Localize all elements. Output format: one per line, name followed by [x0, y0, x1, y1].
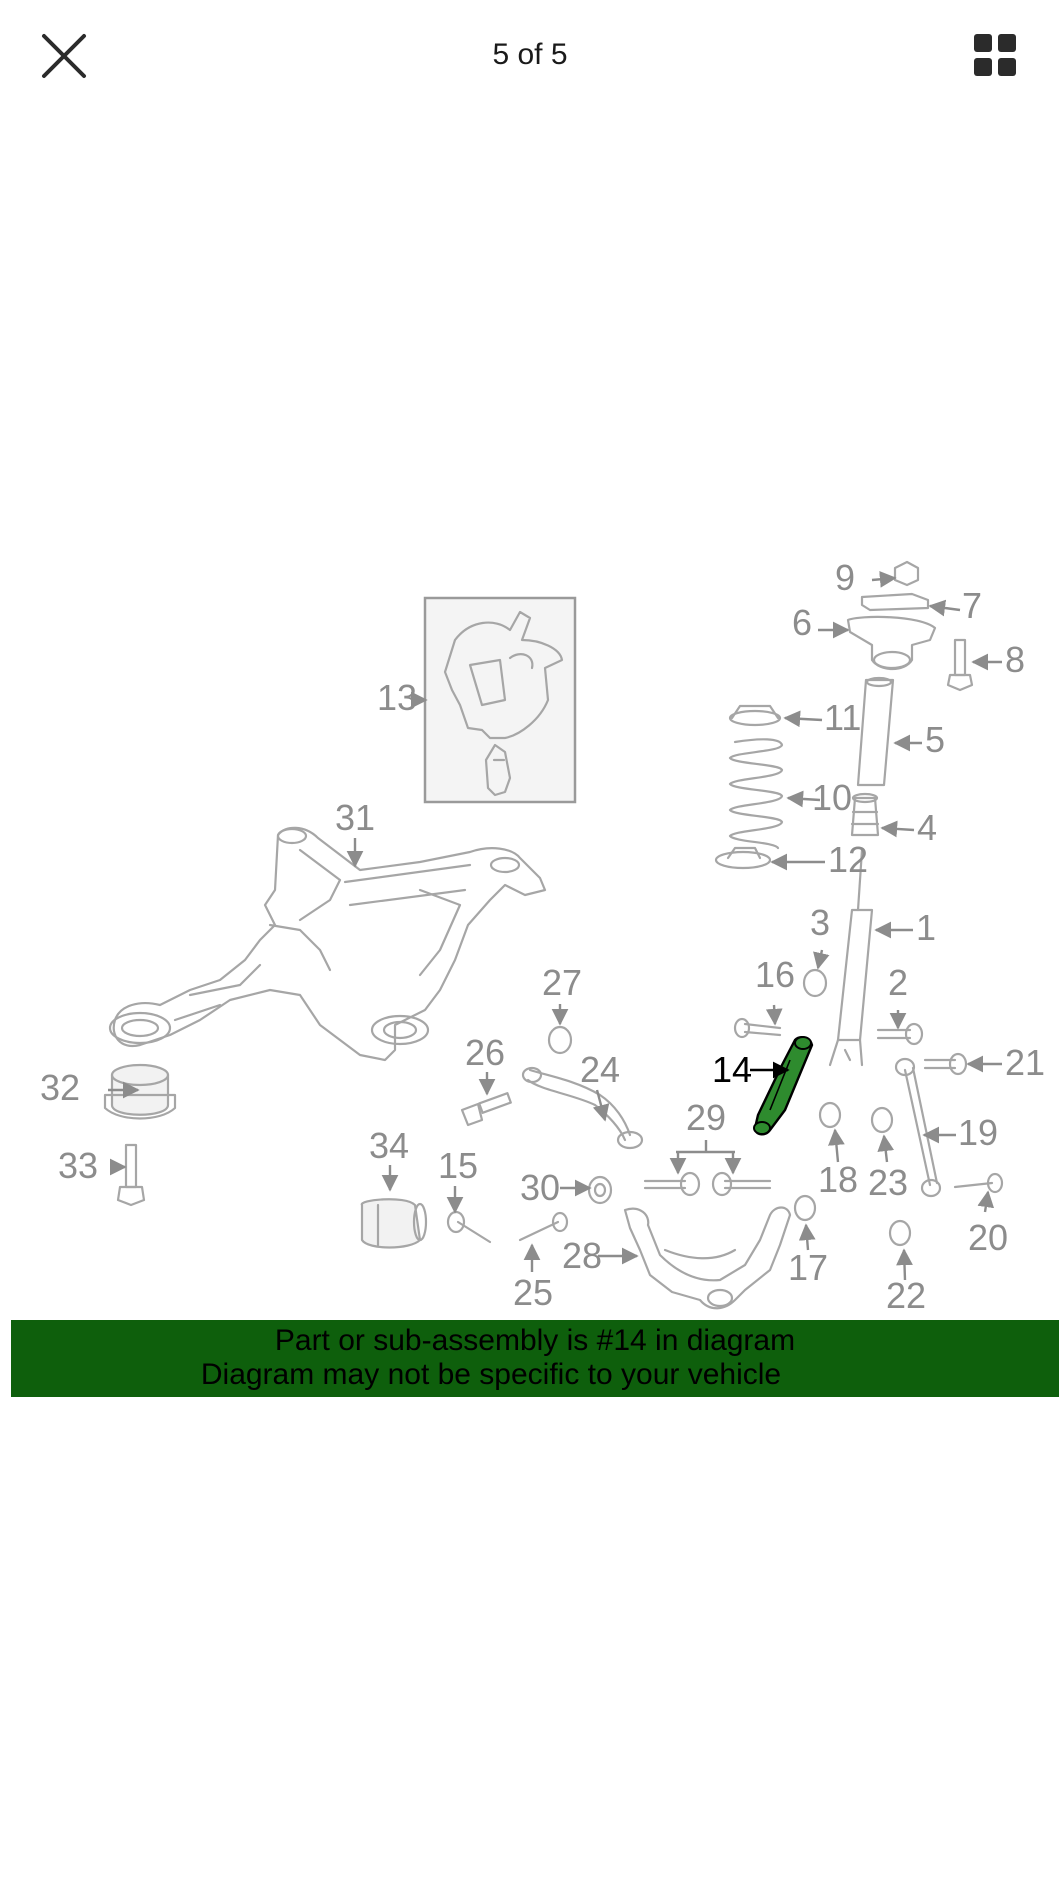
callout-22: 22 — [886, 1275, 926, 1316]
grid-icon — [974, 34, 1016, 76]
callout-11: 11 — [824, 697, 861, 738]
callout-20: 20 — [968, 1217, 1008, 1258]
part-8-bolt — [946, 638, 974, 692]
part-1-shock — [828, 848, 874, 1067]
part-23-nut — [870, 1106, 894, 1134]
part-26-bolt — [460, 1092, 512, 1127]
callout-26: 26 — [465, 1032, 505, 1073]
callout-15: 15 — [438, 1145, 478, 1186]
callout-24: 24 — [580, 1049, 620, 1090]
part-2-bolt — [876, 1022, 924, 1046]
callout-labels: 9 7 6 8 11 5 10 4 12 1 3 16 2 21 14 19 1… — [40, 557, 1045, 1316]
part-11-isolator — [728, 704, 782, 727]
image-counter: 5 of 5 — [492, 38, 568, 71]
part-33-bolt — [116, 1143, 146, 1207]
part-18-nut — [818, 1101, 842, 1129]
banner-line-2: Diagram may not be specific to your vehi… — [200, 1358, 782, 1391]
callout-34: 34 — [369, 1125, 409, 1166]
part-15-bolt — [446, 1210, 492, 1244]
callout-16: 16 — [755, 954, 795, 995]
callout-30: 30 — [520, 1167, 560, 1208]
part-32-bushing — [103, 1063, 177, 1120]
part-3-nut — [802, 968, 828, 998]
part-34-bushing — [360, 1198, 428, 1249]
callout-4: 4 — [917, 807, 937, 848]
callout-25: 25 — [513, 1272, 553, 1313]
part-22-nut — [888, 1219, 912, 1247]
close-icon — [42, 34, 86, 78]
grid-view-button[interactable] — [972, 32, 1018, 78]
part-19-link — [894, 1057, 942, 1198]
part-5-boot — [856, 676, 895, 787]
banner-line-1: Part or sub-assembly is #14 in diagram — [274, 1324, 796, 1357]
callout-5: 5 — [925, 719, 945, 760]
leader-arrows — [108, 570, 1002, 1281]
callout-13: 13 — [377, 677, 417, 718]
callout-33: 33 — [58, 1145, 98, 1186]
part-9-nut — [893, 560, 920, 587]
callout-27: 27 — [542, 962, 582, 1003]
part-25-bolt — [518, 1211, 569, 1242]
callout-17: 17 — [788, 1247, 828, 1288]
part-14-control-link-highlighted — [753, 1036, 814, 1136]
callout-28: 28 — [562, 1235, 602, 1276]
callout-8: 8 — [1005, 639, 1025, 680]
callout-7: 7 — [962, 585, 982, 626]
callout-21: 21 — [1005, 1042, 1045, 1083]
callout-9: 9 — [835, 557, 855, 598]
callout-19: 19 — [958, 1112, 998, 1153]
part-12-isolator — [714, 846, 772, 870]
part-4-bump-stop — [850, 792, 880, 837]
callout-12: 12 — [828, 839, 868, 880]
callout-14: 14 — [712, 1049, 752, 1090]
callout-2: 2 — [888, 962, 908, 1003]
callout-1: 1 — [916, 907, 936, 948]
callout-31: 31 — [335, 797, 375, 838]
part-30-nut — [587, 1175, 613, 1205]
part-20-bolt — [953, 1172, 1004, 1194]
part-27-nut — [547, 1025, 573, 1055]
part-6-upper-mount — [846, 615, 937, 671]
part-7-bracket — [860, 592, 930, 612]
part-13-knuckle-box — [423, 596, 577, 804]
callout-18: 18 — [818, 1159, 858, 1200]
part-16-bolt — [733, 1017, 782, 1039]
part-29-cam-bolts — [643, 1171, 772, 1197]
close-button[interactable] — [38, 30, 90, 82]
part-31-crossmember — [108, 826, 547, 1062]
callout-32: 32 — [40, 1067, 80, 1108]
top-bar: 5 of 5 — [0, 0, 1060, 120]
callout-6: 6 — [792, 602, 812, 643]
callout-29: 29 — [686, 1097, 726, 1138]
callout-10: 10 — [812, 777, 852, 818]
part-17-nut — [793, 1194, 817, 1222]
part-28-lower-arm — [623, 1206, 792, 1310]
callout-23: 23 — [868, 1162, 908, 1203]
callout-3: 3 — [810, 902, 830, 943]
part-10-spring — [728, 738, 784, 850]
info-banner: Part or sub-assembly is #14 in diagram D… — [11, 1320, 1059, 1397]
part-21-bolt — [923, 1052, 968, 1076]
